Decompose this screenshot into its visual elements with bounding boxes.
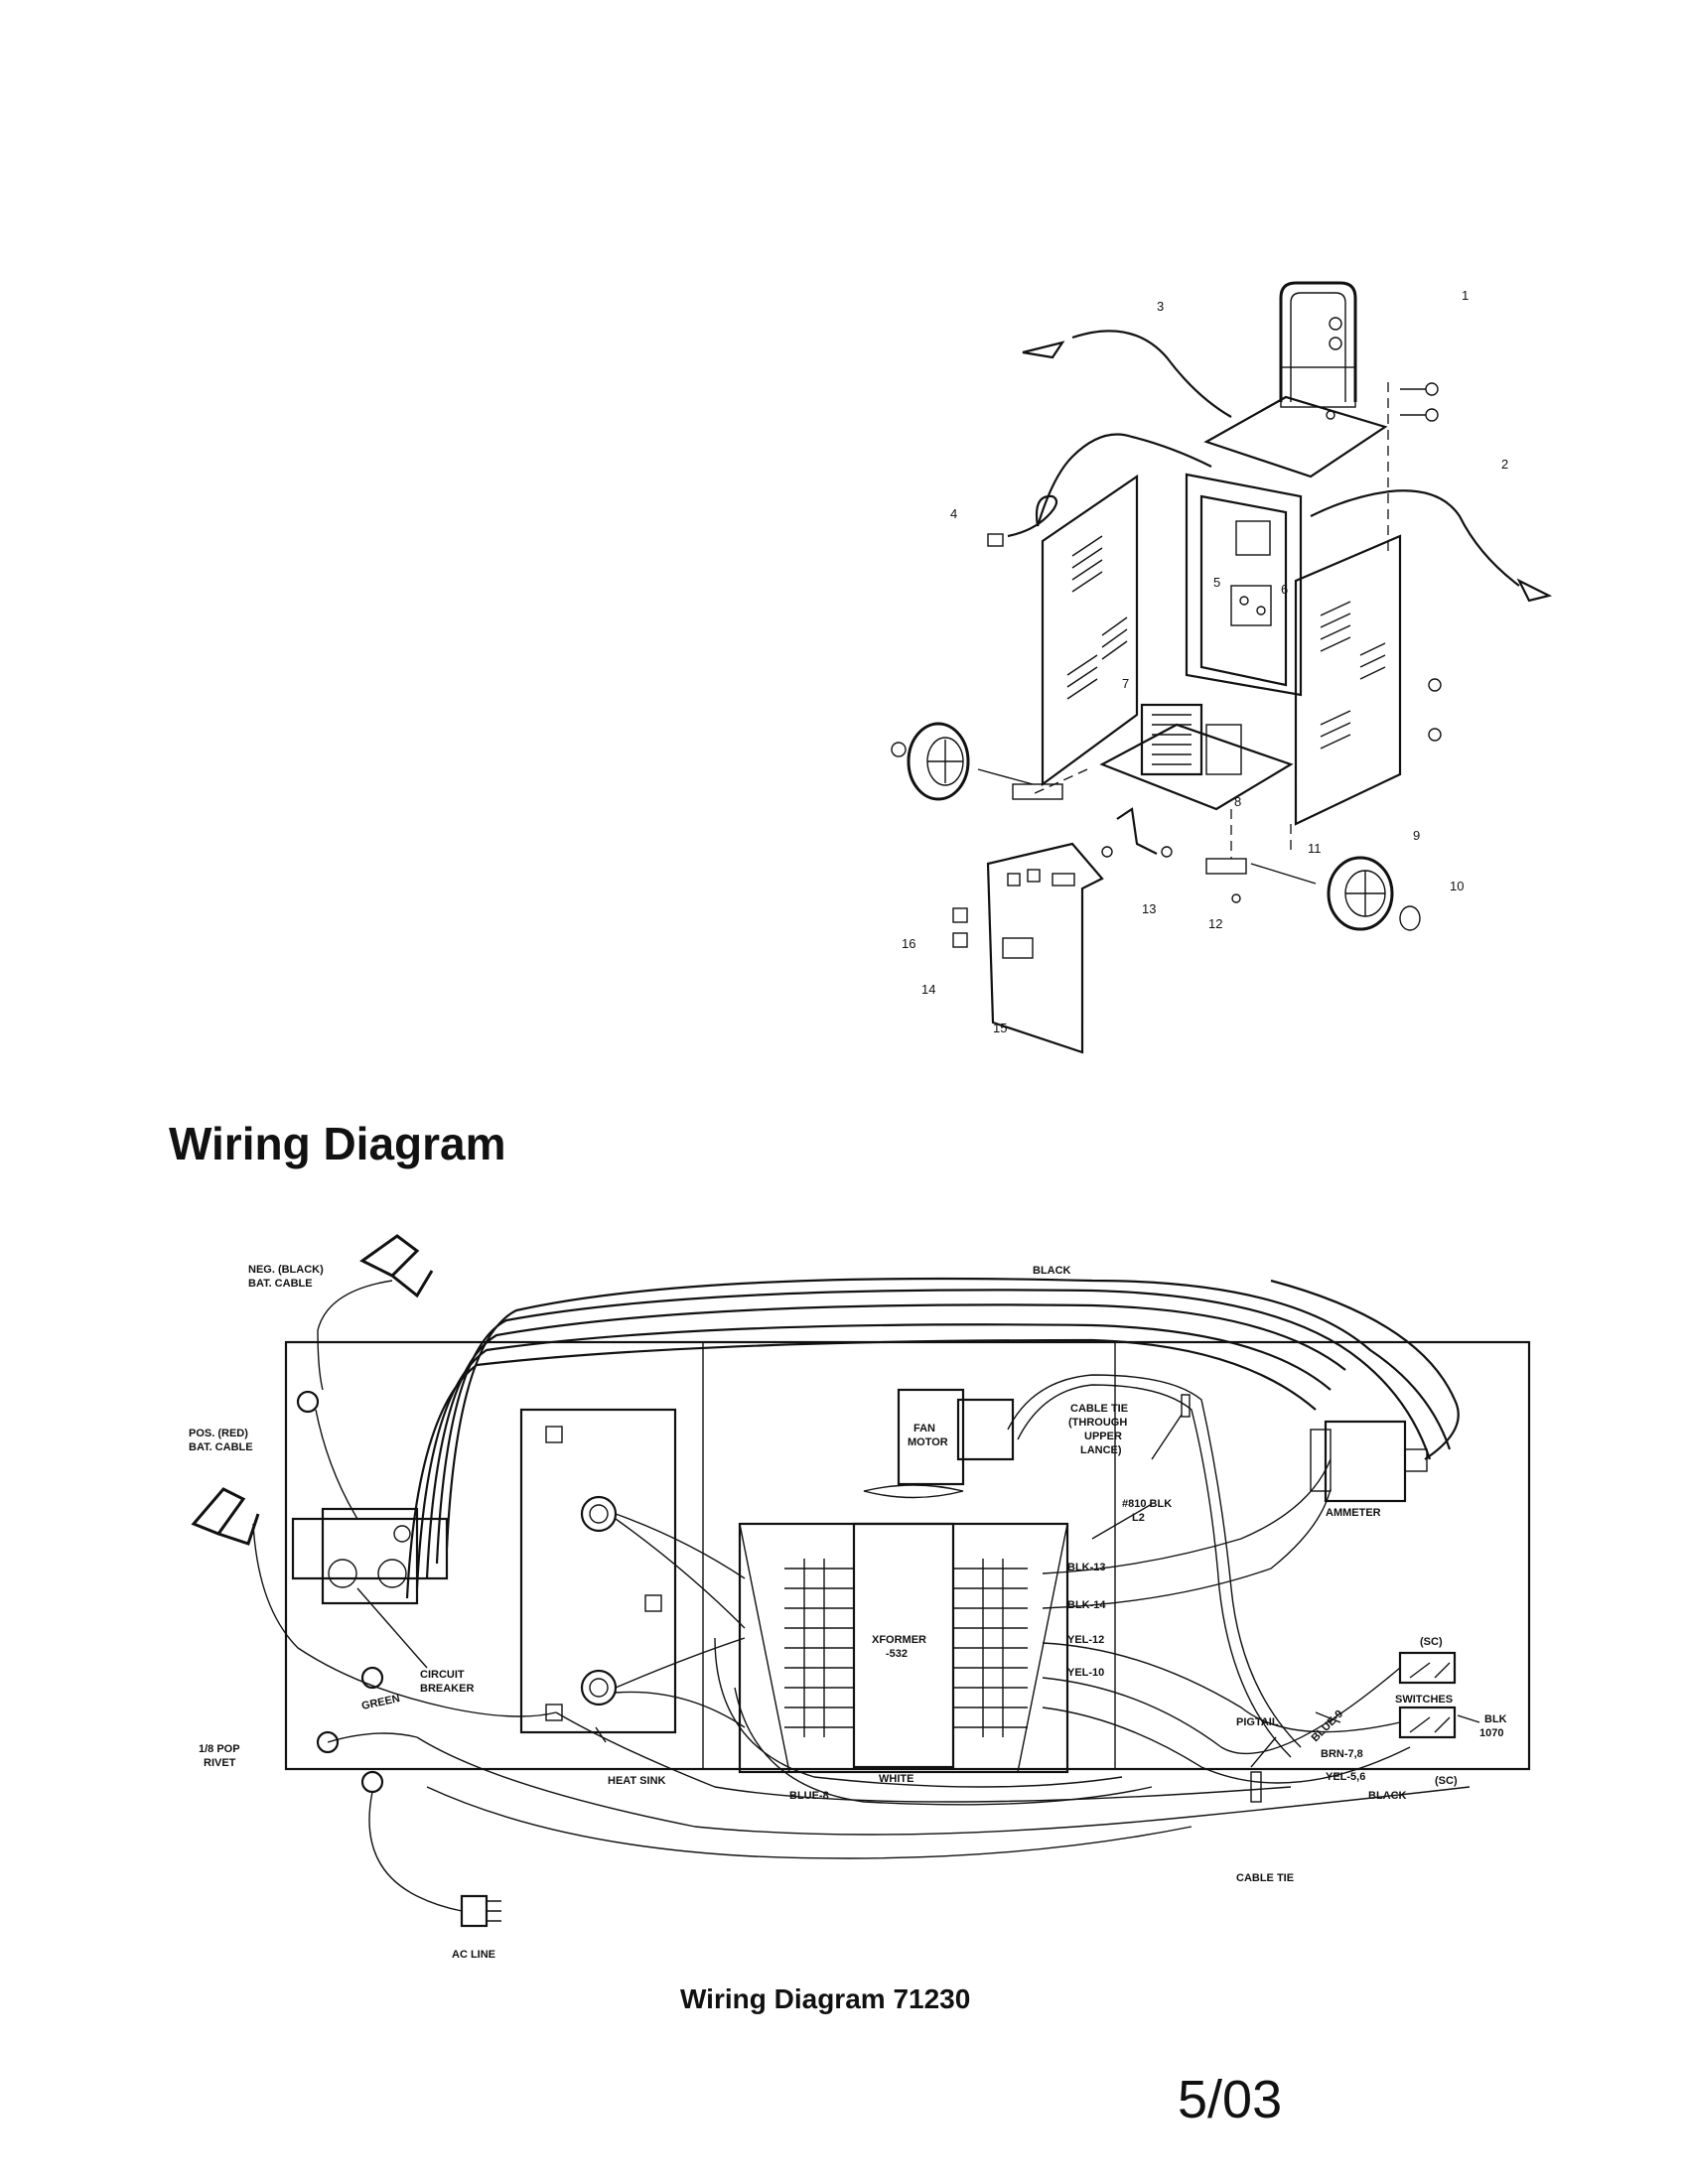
pigtail-label: PIGTAIL [1236,1716,1279,1728]
wiring-labels: NEG. (BLACK) BAT. CABLE POS. (RED) BAT. … [189,1264,1507,1961]
neg-cable-label-line1: NEG. (BLACK) [248,1264,324,1276]
callout-5: 5 [1213,575,1220,590]
white-wire-label: WHITE [879,1773,913,1785]
callout-15: 15 [993,1021,1007,1035]
pos-cable-label-line1: POS. (RED) [189,1428,248,1439]
blk-13-label: BLK-13 [1067,1562,1106,1573]
wiring-diagram-drawing [191,1234,1531,1928]
cable-tie-top-label-line3: UPPER [1084,1431,1122,1442]
yel-10-label: YEL-10 [1067,1667,1104,1679]
neg-cable-label-line2: BAT. CABLE [248,1278,313,1290]
callout-4: 4 [950,506,957,521]
blk-l2-label-line1: #810 BLK [1122,1498,1172,1510]
brn-wire-label: BRN-7,8 [1321,1748,1363,1760]
xformer-label-line2: -532 [886,1648,908,1660]
heat-sink-label: HEAT SINK [608,1775,666,1787]
xformer-label-line1: XFORMER [872,1634,926,1646]
callout-numbers: 1 2 3 4 5 6 7 8 9 10 11 12 13 14 15 16 [902,288,1508,1035]
wiring-diagram-caption: Wiring Diagram 71230 [680,1983,970,2014]
blue-8-wire-label: BLUE-8 [789,1790,829,1802]
black-wire-label-top: BLACK [1033,1265,1071,1277]
callout-8: 8 [1234,794,1241,809]
callout-14: 14 [921,982,935,997]
blk-14-label: BLK-14 [1067,1599,1106,1611]
fan-motor-label-line1: FAN [913,1423,935,1434]
circuit-breaker-label-line1: CIRCUIT [420,1669,465,1681]
callout-6: 6 [1281,582,1288,597]
sc-label-bottom: (SC) [1435,1775,1458,1787]
cable-tie-top-label-line2: (THROUGH [1068,1417,1127,1429]
ac-line-label: AC LINE [452,1949,495,1961]
cable-tie-top-label-line1: CABLE TIE [1070,1403,1128,1415]
wiring-diagram-heading: Wiring Diagram [169,1118,506,1169]
blue-9-wire-label: BLUE-9 [1310,1708,1346,1745]
callout-16: 16 [902,936,915,951]
green-wire-label: GREEN [360,1693,401,1712]
exploded-view-drawing [891,281,1553,1054]
circuit-breaker-label-line2: BREAKER [420,1683,474,1695]
pop-rivet-label-line1: 1/8 POP [199,1743,240,1755]
callout-11: 11 [1308,841,1322,856]
fan-motor-label-line2: MOTOR [908,1436,948,1448]
cable-tie-top-label-line4: LANCE) [1080,1444,1122,1456]
blk-l2-label-line2: L2 [1132,1512,1145,1524]
ammeter-label: AMMETER [1326,1507,1381,1519]
pop-rivet-label-line2: RIVET [204,1757,236,1769]
black-wire-label-bottom: BLACK [1368,1790,1407,1802]
cable-tie-bottom-label: CABLE TIE [1236,1872,1294,1884]
callout-3: 3 [1157,299,1164,314]
callout-12: 12 [1208,916,1222,931]
callout-10: 10 [1450,879,1464,893]
callout-1: 1 [1462,288,1469,303]
sc-label-top: (SC) [1420,1636,1443,1648]
callout-7: 7 [1122,676,1129,691]
callout-13: 13 [1142,901,1156,916]
switches-label: SWITCHES [1395,1694,1453,1706]
callout-2: 2 [1501,457,1508,472]
page-code: 5/03 [1178,2070,1282,2129]
yel-12-label: YEL-12 [1067,1634,1104,1646]
pos-cable-label-line2: BAT. CABLE [189,1441,253,1453]
blk-1070-label-line2: 1070 [1479,1727,1503,1739]
yel-wire-label: YEL-5,6 [1326,1771,1365,1783]
blk-1070-label-line1: BLK [1484,1713,1507,1725]
callout-9: 9 [1413,828,1420,843]
